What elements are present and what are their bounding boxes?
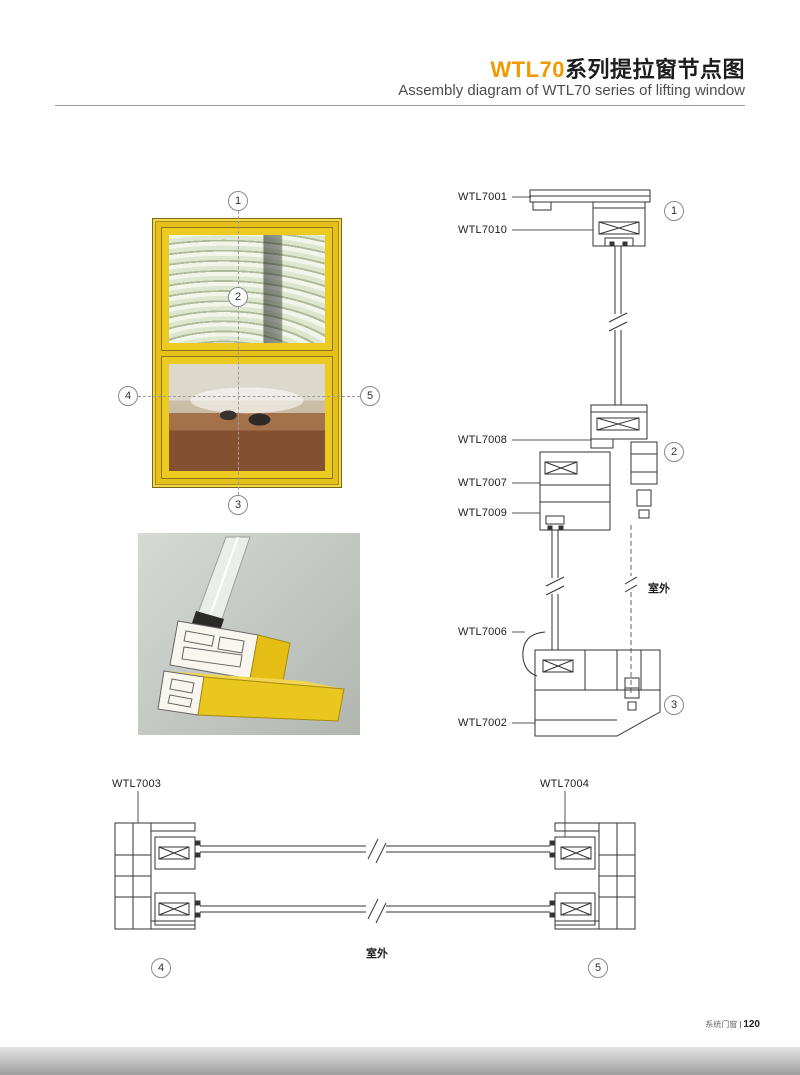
window-elevation xyxy=(152,218,342,488)
callout-3: 3 xyxy=(228,495,248,515)
vertical-leader-lines xyxy=(512,196,593,724)
lower-glass-pane xyxy=(545,530,565,650)
footer-bar xyxy=(0,1047,800,1075)
profile-3d-drawing xyxy=(157,536,345,722)
page-number: 120 xyxy=(743,1019,760,1030)
outdoor-label-horizontal: 室外 xyxy=(366,948,388,960)
callout-1: 1 xyxy=(228,191,248,211)
right-frame-jamb-profile xyxy=(554,822,636,930)
callout-2: 2 xyxy=(228,287,248,307)
footer-separator: | xyxy=(739,1020,742,1029)
glazing-gasket xyxy=(192,611,224,631)
outdoor-reference-line xyxy=(624,525,638,696)
profile-label-wtl7008: WTL7008 xyxy=(458,434,508,446)
upper-sash-bottom-rail-profile xyxy=(590,404,648,449)
page-title-series: WTL70 xyxy=(490,57,565,82)
section-callout-1: 1 xyxy=(664,201,684,221)
upper-sash-photo xyxy=(169,235,325,343)
profile-label-wtl7006: WTL7006 xyxy=(458,626,508,638)
top-glass-pane xyxy=(200,838,550,864)
left-frame-jamb-profile xyxy=(114,822,196,930)
track-guide-piece xyxy=(624,677,640,711)
section-callout-2: 2 xyxy=(664,442,684,462)
upper-sash xyxy=(161,227,333,351)
sash-cross-section xyxy=(169,620,259,680)
section-callout-5: 5 xyxy=(588,958,608,978)
callout-4: 4 xyxy=(118,386,138,406)
profile-3d-render xyxy=(138,533,360,735)
profile-label-wtl7002: WTL7002 xyxy=(458,717,508,729)
left-top-sash-stile-profile xyxy=(154,836,201,870)
glass-pane xyxy=(197,536,251,620)
footer-brand: 系统门窗 xyxy=(705,1020,738,1029)
horizontal-leader-lines xyxy=(137,791,566,837)
profile-label-wtl7007: WTL7007 xyxy=(458,477,508,489)
lower-sash-top-rail-profile xyxy=(539,451,611,531)
right-bottom-sash-stile-profile xyxy=(549,892,596,926)
vertical-cut-guide xyxy=(238,211,239,495)
bottom-glass-pane xyxy=(200,898,550,924)
sill-cross-section xyxy=(157,670,345,722)
left-bottom-sash-stile-profile xyxy=(154,892,201,926)
interlock-track-profile xyxy=(630,441,658,519)
right-top-sash-stile-profile xyxy=(549,836,596,870)
lower-sash xyxy=(161,355,333,479)
section-callout-3: 3 xyxy=(664,695,684,715)
horizontal-section-drawing xyxy=(114,791,636,930)
outdoor-label-vertical: 室外 xyxy=(648,583,670,595)
profile-label-wtl7001: WTL7001 xyxy=(458,191,508,203)
sill-profile xyxy=(522,631,661,737)
page-subtitle: Assembly diagram of WTL70 series of lift… xyxy=(398,82,745,99)
top-sash-rail-profile xyxy=(592,207,646,247)
section-callout-4: 4 xyxy=(151,958,171,978)
footer-info: 系统门窗|120 xyxy=(705,1019,760,1030)
upper-glass-pane xyxy=(608,246,628,405)
profile-label-wtl7004: WTL7004 xyxy=(540,778,590,790)
header-rule xyxy=(55,105,745,106)
profile-label-wtl7009: WTL7009 xyxy=(458,507,508,519)
horizontal-cut-guide xyxy=(138,396,360,397)
profile-label-wtl7010: WTL7010 xyxy=(458,224,508,236)
vertical-section-drawing xyxy=(512,189,661,737)
head-frame-profile xyxy=(529,189,651,211)
profile-label-wtl7003: WTL7003 xyxy=(112,778,162,790)
lower-sash-photo xyxy=(169,363,325,471)
callout-5: 5 xyxy=(360,386,380,406)
page-title: WTL70系列提拉窗节点图 xyxy=(490,52,745,84)
page-title-cn: 系列提拉窗节点图 xyxy=(564,57,745,82)
